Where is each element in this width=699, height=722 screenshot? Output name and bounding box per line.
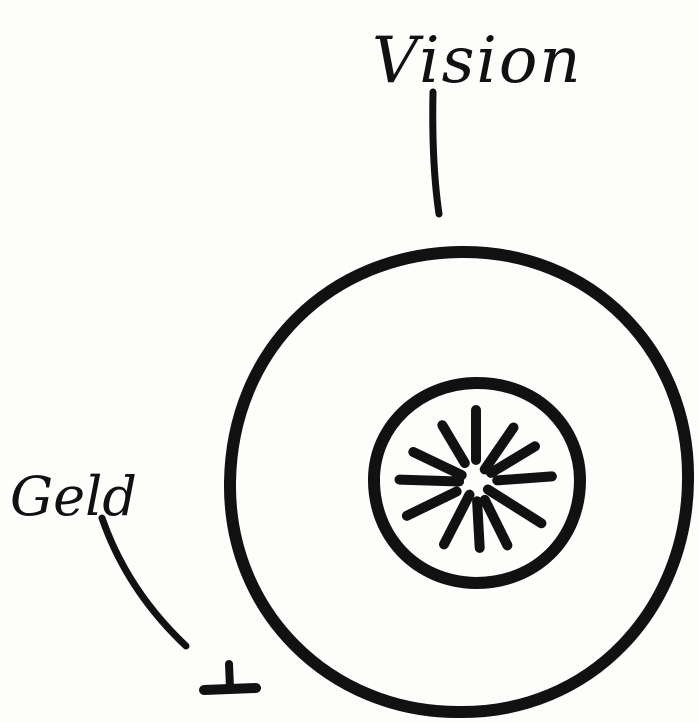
spoke	[407, 492, 457, 516]
spoke	[442, 425, 465, 463]
spoke	[485, 500, 508, 546]
radial-spokes	[400, 410, 552, 548]
spoke	[400, 480, 460, 482]
spoke	[497, 476, 552, 480]
baseline-marker	[204, 664, 256, 690]
vision-label: Vision	[372, 24, 583, 98]
geld-label: Geld	[10, 465, 137, 528]
spoke	[477, 501, 480, 548]
vision-pointer-line	[433, 92, 439, 214]
spoke	[413, 452, 461, 475]
geld-pointer-line	[102, 518, 186, 646]
spoke	[444, 495, 470, 545]
